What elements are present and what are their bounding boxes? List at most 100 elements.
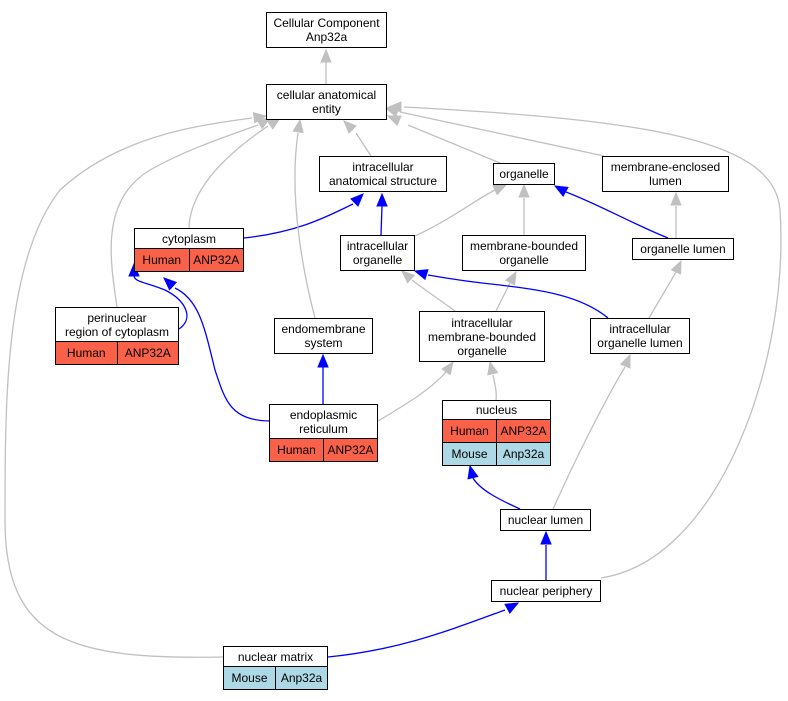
term-label-line: endomembrane (281, 322, 366, 336)
edge-is-a-ems-to-cae (292, 118, 316, 319)
edge-part-of-np-to-nl (540, 530, 552, 580)
edge-is-a-imbo-to-mbo (495, 270, 517, 312)
arrowhead-icon (317, 353, 329, 368)
arrowhead-icon (320, 48, 332, 63)
term-label-line: intracellular (451, 315, 513, 330)
term-label-line: endoplasmic (289, 407, 358, 422)
edge-is-a-nucleus-to-imbo (487, 360, 499, 401)
edge-part-of-er-to-ems (317, 353, 329, 404)
edge-part-of-io-to-ias (376, 192, 388, 236)
arrowhead-icon (619, 353, 631, 369)
arrowhead-icon (376, 192, 388, 207)
term-label: organelle lumen (633, 239, 733, 259)
arrowhead-icon (441, 360, 454, 376)
term-label-line: cytoplasm (161, 231, 217, 246)
term-label-line: intracellular (352, 160, 414, 174)
term-label: nuclear matrix (224, 647, 327, 666)
arrowhead-icon (350, 193, 364, 207)
term-label-line: reticulum (299, 421, 348, 436)
gene-symbol-cell: Anp32a (275, 667, 327, 689)
term-label-line: nucleus (475, 403, 518, 417)
gene-symbol-cell: Anp32a (496, 443, 550, 465)
gene-symbol-cell: ANP32A (323, 439, 377, 461)
term-label-line: organelle lumen (597, 336, 683, 350)
edge-is-a-ol-to-mel (670, 191, 682, 238)
edge-part-of-iol-to-io (413, 269, 609, 319)
term-label-line: membrane-enclosed (610, 160, 721, 174)
edge-is-a-nl-to-iol (552, 353, 631, 510)
arrowhead-icon (386, 115, 402, 127)
term-label-line: organelle (352, 253, 403, 267)
term-label-line: organelle lumen (640, 242, 726, 256)
arrowhead-icon (256, 117, 272, 130)
arrowhead-icon (670, 259, 682, 275)
go-term-node-ol[interactable]: organelle lumen (632, 238, 734, 260)
term-label-line: cellular anatomical (276, 88, 377, 102)
edge-is-a-er-to-imbo (377, 360, 454, 422)
arrowhead-icon (553, 185, 569, 198)
arrowhead-icon (292, 118, 304, 134)
edge-part-of-ol-to-organelle (553, 185, 669, 239)
edge-is-a-ias-to-cae (343, 120, 372, 157)
term-label-line: Anp32a (305, 30, 348, 44)
term-label: nuclear lumen (501, 510, 590, 530)
arrowhead-icon (518, 183, 530, 198)
term-label-line: intracellular (609, 322, 671, 336)
term-label: nuclear periphery (492, 581, 600, 601)
edge-part-of-cytoplasm-to-ias (243, 193, 364, 239)
edge-is-a-prc-to-cae (110, 117, 272, 308)
edge-is-a-np-to-cae (387, 101, 782, 579)
term-label-line: organelle (499, 167, 549, 181)
gene-symbol-cell: ANP32A (188, 249, 244, 271)
edge-part-of-er-to-cytoplasm (163, 277, 270, 422)
edge-is-a-mel-to-cae (384, 106, 605, 157)
term-label-line: entity (312, 102, 341, 116)
species-cell: Mouse (231, 671, 268, 685)
term-label-line: Cellular Component (273, 16, 380, 30)
arrowhead-icon (413, 269, 429, 281)
go-term-node-np[interactable]: nuclear periphery (491, 580, 601, 602)
term-label-line: anatomical structure (328, 174, 438, 188)
edge-is-a-cytoplasm-to-cae (188, 117, 282, 229)
go-term-node-nl[interactable]: nuclear lumen (500, 509, 591, 531)
gene-symbol-cell: ANP32A (496, 420, 550, 442)
term-label-line: membrane-bounded (427, 329, 537, 344)
species-cell: Human (142, 253, 182, 267)
edge-is-a-io-to-organelle (414, 184, 508, 237)
term-label-line: organelle (499, 253, 549, 267)
arrowhead-icon (401, 270, 416, 284)
term-label-line: membrane-bounded (469, 239, 579, 253)
go-term-node-organelle[interactable]: organelle (493, 163, 555, 185)
arrowhead-icon (670, 191, 682, 206)
arrowhead-icon (540, 530, 552, 545)
annotation-row: Human ANP32A (135, 248, 243, 271)
